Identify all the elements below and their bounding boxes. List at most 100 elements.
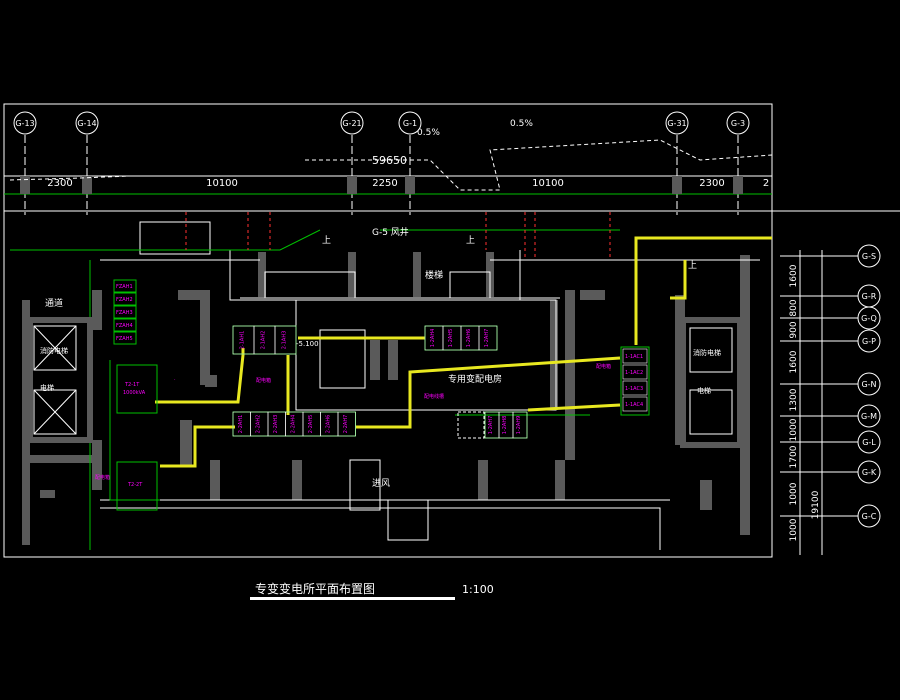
- transformer-2-label: T2-2T: [127, 482, 143, 488]
- cabinets-bottom-right: 1-2AH7 1-2AH8 1-2AH9: [457, 411, 528, 439]
- transformer-1-label: T2-1T: [124, 382, 140, 388]
- cabinet-label: 1-2AH7: [488, 416, 494, 435]
- right-fire-elevator-label: 消防电梯: [693, 348, 721, 357]
- transformer-1-sub: 1000kVA: [123, 390, 146, 396]
- cabinet-right-box: [622, 396, 648, 412]
- dim-right-label: 800: [789, 299, 799, 316]
- cabinet-label: 1-2AH7: [484, 329, 490, 348]
- dim-top-label: 2300: [699, 178, 724, 189]
- drawing-title: 专变变电所平面布置图: [255, 582, 376, 596]
- grid-right-label: G-P: [862, 337, 876, 346]
- up-label-3: 上: [688, 260, 697, 271]
- elevator-right: [689, 327, 733, 435]
- grid-top-label: G-13: [15, 119, 34, 128]
- cabinet-label: 1-2AH9: [516, 416, 522, 435]
- grid-top-bubble: [726, 111, 750, 135]
- cabinet-right-label: 1-1AC4: [625, 402, 643, 408]
- cabinets-right: 1-1AC1 1-1AC2 1-1AC3 1-1AC4: [620, 346, 650, 416]
- cabinet-label: 2-2AH5: [308, 415, 314, 434]
- cabinet-box: [512, 411, 528, 439]
- cabinet-box: [337, 411, 356, 437]
- structure-lines: [100, 221, 760, 550]
- grid-right-label: G-S: [862, 252, 876, 261]
- elevation-label: -5.100: [296, 340, 319, 348]
- grid-right-label: G-C: [862, 512, 877, 521]
- dim-right-label: 1300: [789, 388, 799, 411]
- walls: [22, 252, 750, 545]
- note-t1: .: [174, 376, 176, 382]
- grid-right: G-SG-RG-QG-PG-NG-MG-LG-KG-C: [780, 244, 881, 528]
- slope-label-1: 0.5%: [417, 128, 440, 138]
- dim-right-label: 900: [789, 321, 799, 338]
- dim-right-label: 1000: [789, 418, 799, 441]
- cabinet-right-frame: [620, 346, 650, 416]
- title-underline: [250, 597, 455, 600]
- fire-elevator-label: 消防电梯: [40, 346, 68, 355]
- red-dashed-lines: [185, 212, 611, 260]
- drawing-frame: [3, 103, 773, 558]
- panel-left-box: [113, 292, 137, 306]
- dim-top-label: 2300: [47, 178, 72, 189]
- grid-right-label: G-Q: [861, 314, 877, 323]
- stair-label: 楼梯: [425, 269, 443, 281]
- grid-right-label: G-N: [861, 380, 876, 389]
- panel-left-box: [113, 279, 137, 293]
- grid-top-bubble: [75, 111, 99, 135]
- cabinet-label: 1-2AH6: [466, 329, 472, 348]
- cabinets-top-right: 1-2AH4 1-2AH5 1-2AH6 1-2AH7: [424, 325, 498, 351]
- grid-right-bubble: [857, 460, 881, 484]
- grid-right-bubble: [857, 244, 881, 268]
- panel-left-label: FZAH2: [116, 297, 133, 303]
- up-label-1: 上: [322, 235, 331, 246]
- cabinet-label: 2-2AH1: [238, 415, 244, 434]
- grid-top-label: G-21: [342, 119, 361, 128]
- cabinet-label: 1-2AH8: [502, 416, 508, 435]
- panel-left-label: FZAH4: [116, 323, 133, 329]
- grid-top-label: G-1: [403, 119, 417, 128]
- cabinet-right-label: 1-1AC1: [625, 354, 643, 360]
- grid-right-bubble: [857, 404, 881, 428]
- cabinet-right-label: 1-1AC3: [625, 386, 643, 392]
- cabinet-box: [274, 325, 297, 355]
- panel-left-label: FZAH1: [116, 284, 133, 290]
- cabinet-right-label: 1-1AC2: [625, 370, 643, 376]
- grid-right-bubble: [857, 329, 881, 353]
- dim-top-label: 2: [763, 178, 769, 189]
- cable-routes: [155, 236, 772, 468]
- cabinet-label: 1-2AH4: [430, 329, 436, 348]
- cabinet-right-box: [622, 364, 648, 380]
- dim-right-label: 19100: [811, 490, 821, 519]
- elevator-label: 电梯: [40, 383, 54, 392]
- cabinet-box: [478, 325, 498, 351]
- note-left: 配电箱: [95, 474, 110, 481]
- up-label-2: 上: [466, 235, 475, 246]
- grid-right-bubble: [857, 372, 881, 396]
- dim-right-label: 1000: [789, 482, 799, 505]
- grid-right-bubble: [857, 504, 881, 528]
- note-mid: 配电箱: [256, 377, 271, 384]
- grid-right-label: G-K: [862, 468, 877, 477]
- grid-top-bubble: [398, 111, 422, 135]
- grid-top-label: G-3: [731, 119, 745, 128]
- dim-right-label: 1600: [789, 350, 799, 373]
- dim-top-label: 10100: [206, 178, 238, 189]
- corridor-label: 通道: [45, 297, 63, 309]
- cabinet-label: 2-2AH7: [343, 415, 349, 434]
- cabinet-label: 1-2AH5: [448, 329, 454, 348]
- transformer-1: [116, 364, 158, 414]
- transformer-2: [116, 461, 158, 511]
- cabinet-label: 2-1AH1: [240, 331, 246, 350]
- cabinet-right-box: [622, 348, 648, 364]
- panel-left-box: [113, 318, 137, 332]
- grid-top-label: G-14: [77, 119, 96, 128]
- cabinet-label: 2-2AH4: [290, 415, 296, 434]
- note-right: 配电箱: [596, 363, 611, 370]
- green-lines: [10, 229, 620, 550]
